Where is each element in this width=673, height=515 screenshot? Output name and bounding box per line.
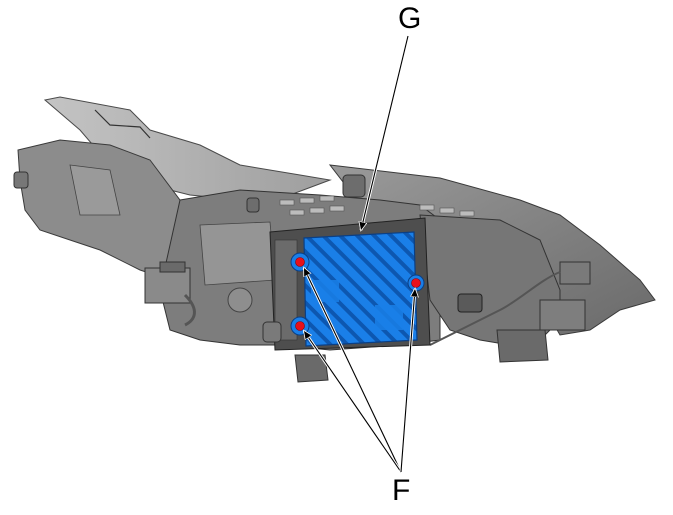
lower-foot bbox=[496, 329, 549, 363]
top-louvers bbox=[279, 195, 475, 217]
callout-label-f: F bbox=[392, 474, 411, 507]
fastener-lower-left bbox=[295, 321, 305, 331]
callout-label-g: G bbox=[398, 2, 422, 35]
right-connector bbox=[429, 261, 591, 346]
leader-f-upper-left bbox=[304, 268, 402, 473]
fastener-right bbox=[411, 278, 421, 288]
leader-f-lower-left bbox=[304, 331, 402, 473]
left-foot bbox=[294, 354, 329, 383]
left-connector bbox=[144, 261, 196, 327]
leader-f-right bbox=[400, 289, 415, 473]
leader-lines bbox=[302, 35, 415, 473]
fastener-upper-left bbox=[295, 257, 305, 267]
control-module bbox=[290, 231, 425, 347]
fasteners bbox=[295, 257, 421, 331]
